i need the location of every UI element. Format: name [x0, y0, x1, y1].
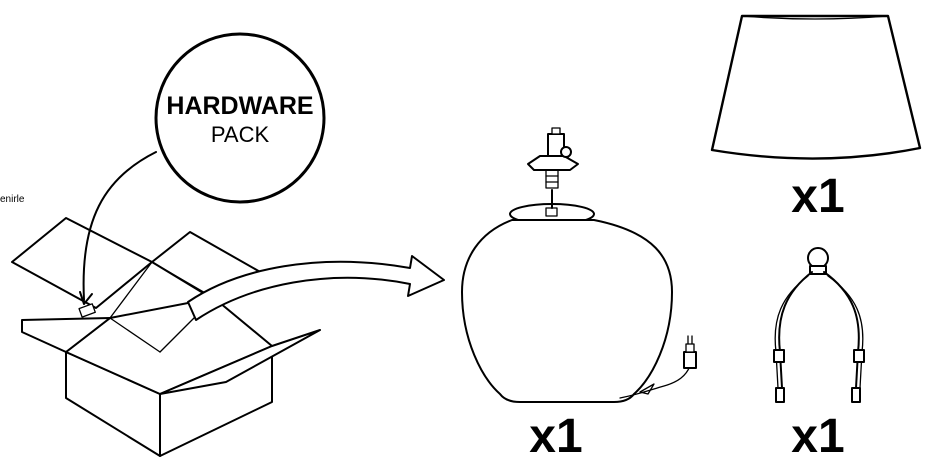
- hardware-pack-sublabel: PACK: [211, 122, 270, 147]
- harp-icon: [773, 247, 865, 403]
- hardware-pack-callout: HARDWARE PACK: [79, 32, 326, 305]
- side-text: enirle: [0, 194, 25, 205]
- harp-quantity: x1: [791, 410, 844, 461]
- lamp-base-icon: [461, 127, 697, 403]
- callout-arrowhead: [79, 291, 93, 305]
- cardboard-box-icon: [11, 217, 321, 457]
- lamp-shade-quantity: x1: [791, 170, 844, 223]
- lamp-base-quantity: x1: [529, 410, 582, 461]
- lamp-shade-icon: [710, 14, 922, 160]
- hardware-pack-label: HARDWARE: [166, 92, 313, 120]
- callout-pointer: [82, 151, 157, 301]
- unpack-arrow-icon: [187, 255, 445, 321]
- hardware-pack-circle: [154, 32, 326, 204]
